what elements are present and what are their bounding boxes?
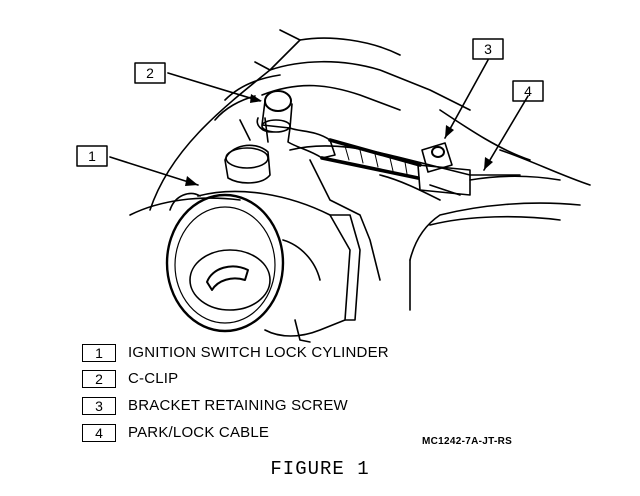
reference-code: MC1242-7A-JT-RS [422, 436, 513, 447]
c-clip-fitting [256, 90, 293, 133]
callout-box-2: 2 [134, 62, 166, 84]
legend-item: 1 IGNITION SWITCH LOCK CYLINDER [82, 344, 442, 366]
park-lock-cable [287, 127, 471, 196]
legend-number: 2 [82, 370, 116, 388]
bracket-retaining-screw [421, 142, 461, 196]
callout-label-4: 4 [524, 83, 532, 99]
callout-box-4: 4 [512, 80, 544, 102]
callout-box-3: 3 [472, 38, 504, 60]
callout-label-1: 1 [88, 148, 96, 164]
legend-label: BRACKET RETAINING SCREW [128, 397, 348, 414]
legend-label: C-CLIP [128, 370, 179, 387]
switch-housing [224, 117, 271, 184]
callout-box-1: 1 [76, 145, 108, 167]
callout-label-2: 2 [146, 65, 154, 81]
figure-caption: FIGURE 1 [270, 458, 370, 480]
callout-leaders [109, 59, 529, 186]
legend-item: 2 C-CLIP [82, 370, 442, 392]
ignition-lock-cylinder [165, 190, 361, 343]
legend-label: PARK/LOCK CABLE [128, 424, 270, 441]
legend-number: 4 [82, 424, 116, 442]
legend-label: IGNITION SWITCH LOCK CYLINDER [128, 344, 389, 361]
callout-label-3: 3 [484, 41, 492, 57]
callout-arrowheads [185, 94, 493, 186]
legend-number: 1 [82, 344, 116, 362]
legend-item: 4 PARK/LOCK CABLE [82, 424, 442, 446]
legend-item: 3 BRACKET RETAINING SCREW [82, 397, 442, 419]
steering-column-housing [129, 29, 591, 311]
legend-number: 3 [82, 397, 116, 415]
